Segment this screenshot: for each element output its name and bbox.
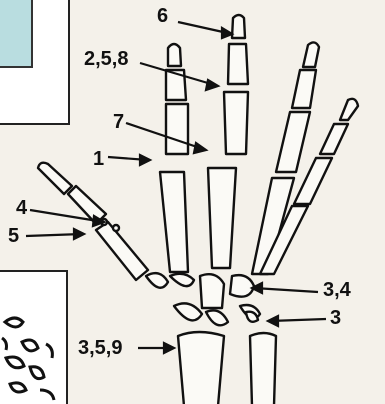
label-7: 7 — [113, 112, 124, 132]
label-3: 3 — [330, 308, 341, 328]
carpal-trapezoid — [170, 274, 194, 286]
little-proximal-phalanx — [294, 158, 332, 204]
arrowhead-7 — [194, 143, 206, 153]
thumb-distal-phalanx — [38, 163, 72, 194]
arrow-34 — [254, 288, 318, 292]
label-3-5-9: 3,5,9 — [78, 338, 122, 358]
index-metacarpal — [160, 172, 188, 272]
middle-distal-phalanx — [232, 15, 245, 38]
ring-distal-phalanx — [303, 42, 319, 67]
carpal-scaphoid — [174, 303, 202, 320]
arrowhead-6 — [222, 28, 232, 38]
middle-middle-phalanx — [228, 44, 248, 84]
label-4: 4 — [16, 198, 27, 218]
label-3-4: 3,4 — [323, 280, 351, 300]
label-1: 1 — [93, 149, 104, 169]
arrowhead-5 — [74, 229, 84, 239]
middle-proximal-phalanx — [224, 92, 248, 154]
carpal-hamate — [230, 275, 254, 297]
little-distal-phalanx — [340, 99, 358, 120]
ring-proximal-phalanx — [276, 112, 310, 172]
arrowhead-1 — [140, 155, 150, 165]
thumb-metacarpal — [96, 222, 148, 280]
carpal-trapezium — [146, 273, 168, 288]
arrowhead-3 — [268, 316, 278, 326]
index-proximal-phalanx — [166, 104, 188, 154]
label-6: 6 — [157, 6, 168, 26]
sesamoid-thumb-2 — [113, 225, 119, 231]
little-middle-phalanx — [320, 124, 348, 154]
index-distal-phalanx — [168, 44, 181, 66]
arrowhead-359 — [164, 343, 174, 353]
ulna-bone — [250, 333, 276, 404]
ring-middle-phalanx — [292, 70, 316, 108]
label-2-5-8: 2,5,8 — [84, 49, 128, 69]
radius-bone — [178, 332, 224, 404]
arrowhead-258 — [206, 80, 218, 90]
middle-metacarpal — [208, 168, 236, 268]
carpal-capitate — [200, 274, 224, 308]
label-5: 5 — [8, 226, 19, 246]
carpal-lunate — [206, 310, 228, 325]
